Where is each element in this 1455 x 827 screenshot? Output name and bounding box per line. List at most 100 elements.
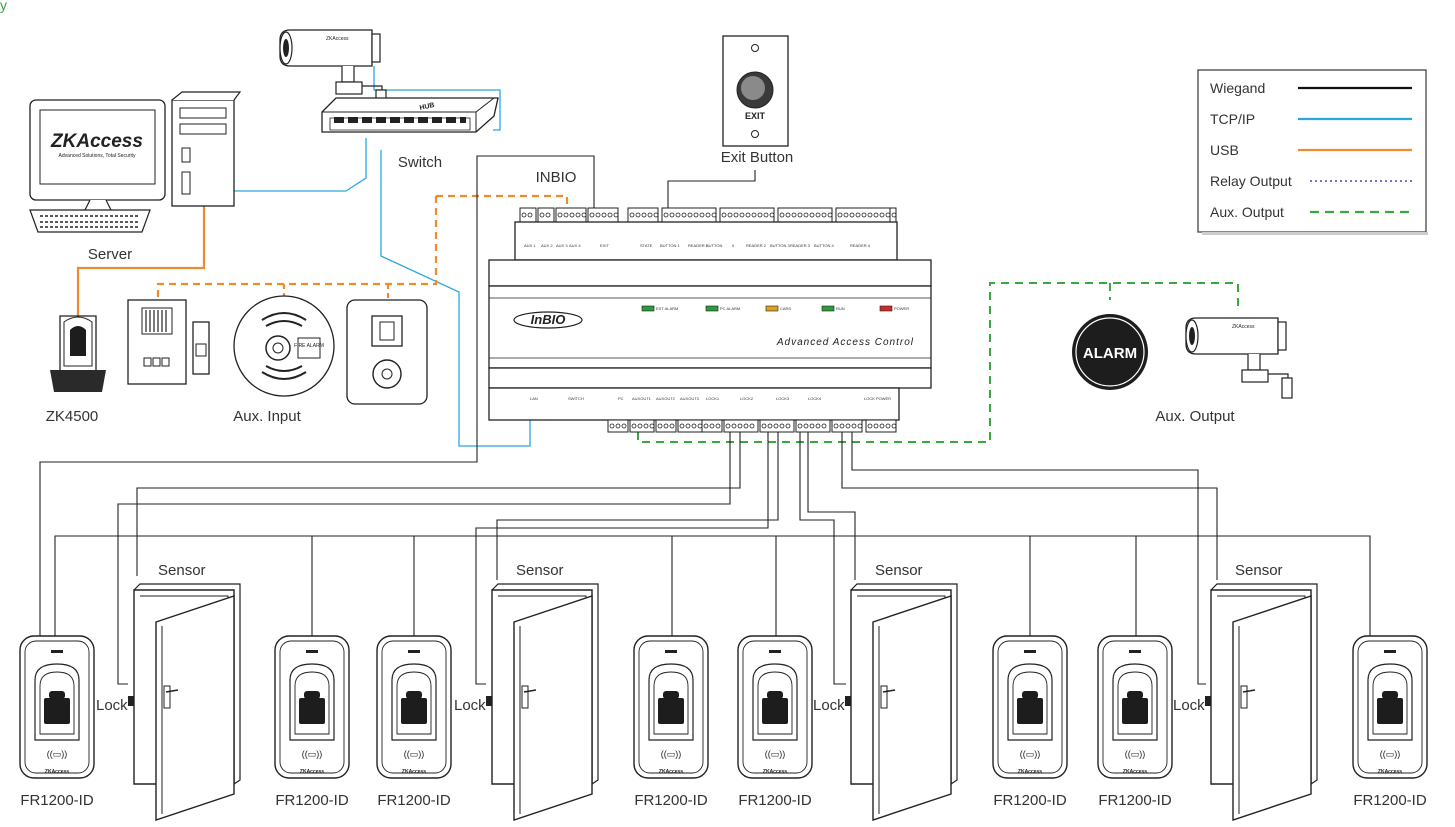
terminal-block	[723, 419, 759, 433]
terminal-group-label: AUX 3	[556, 243, 568, 248]
panel-brand: InBIO	[531, 312, 566, 327]
top-terminal-blocks	[519, 207, 897, 223]
alarm-siren: ALARM	[1072, 314, 1148, 390]
terminal-block	[831, 419, 863, 433]
aux-output-label: Aux. Output	[1155, 408, 1235, 425]
bottom-terminal-blocks	[607, 419, 897, 433]
legend-label: TCP/IP	[1210, 111, 1255, 127]
reader-label: FR1200-ID	[377, 792, 451, 809]
hub-label: HUB	[419, 102, 435, 112]
switch-label: Switch	[398, 154, 442, 171]
exit-button: EXIT	[722, 35, 789, 147]
terminal-block	[777, 207, 833, 223]
terminal-group-label: BUTTON 3	[770, 243, 790, 248]
terminal-block	[759, 419, 795, 433]
reader-label: FR1200-ID	[993, 792, 1067, 809]
aux-output-wiring	[637, 282, 1239, 443]
aux-camera-icon	[1185, 317, 1293, 399]
door-icon	[127, 583, 241, 821]
corner-mark: y	[0, 0, 7, 13]
reader-label: FR1200-ID	[20, 792, 94, 809]
exit-button-label: Exit Button	[721, 149, 794, 166]
terminal-block	[865, 419, 897, 433]
legend-label: USB	[1210, 142, 1239, 158]
switch: HUB	[321, 97, 499, 133]
fr1200-reader-icon	[1352, 635, 1428, 779]
status-led: EXT ALARM	[641, 305, 678, 312]
fr1200-reader-icon	[633, 635, 709, 779]
exit-text: EXIT	[745, 111, 766, 121]
terminal-group-label: READER 1	[688, 243, 709, 248]
led-label: RUN	[836, 306, 845, 311]
terminal-group-label: AUX 2	[541, 243, 553, 248]
terminal-group-label: BUTTON	[706, 243, 722, 248]
server: ZKAccess Advanced Solutions, Total Secur…	[29, 91, 242, 233]
server-label: Server	[88, 246, 132, 263]
lock-label: Lock	[813, 697, 845, 714]
terminal-group-label: AUXOUT1	[632, 396, 652, 401]
terminal-group-label: READER 4	[850, 243, 871, 248]
terminal-block	[701, 419, 723, 433]
terminal-block	[795, 419, 831, 433]
terminal-group-label: PC	[618, 396, 624, 401]
terminal-block	[661, 207, 717, 223]
status-led: CARD	[765, 305, 791, 312]
inbio-label: INBIO	[536, 169, 577, 186]
fr1200-reader-icon	[376, 635, 452, 779]
aux-input-label: Aux. Input	[233, 408, 301, 425]
lock-label: Lock	[454, 697, 486, 714]
fire-alarm-text: FIRE ALARM	[294, 343, 324, 349]
status-led: RUN	[821, 305, 845, 312]
terminal-group-label: AUXOUT3	[680, 396, 700, 401]
terminal-group-label: AUXOUT2	[656, 396, 676, 401]
fr1200-reader-icon	[19, 635, 95, 779]
legend-label: Relay Output	[1210, 173, 1292, 189]
terminal-block	[655, 419, 677, 433]
terminal-group-label: AUX 4	[569, 243, 581, 248]
terminal-group-label: STATE	[640, 243, 653, 248]
terminal-block	[629, 419, 655, 433]
lock-label: Lock	[1173, 697, 1205, 714]
legend-label: Aux. Output	[1210, 204, 1284, 220]
reader-label: FR1200-ID	[634, 792, 708, 809]
fr1200-reader-icon	[1097, 635, 1173, 779]
led-label: EXT ALARM	[656, 306, 678, 311]
status-led: POWER	[879, 305, 909, 312]
lock-label: Lock	[96, 697, 128, 714]
reader-label: FR1200-ID	[275, 792, 349, 809]
wiegand-wiring	[39, 155, 1371, 685]
monitor-tagline: Advanced Solutions, Total Security	[59, 153, 136, 159]
terminal-group-label: BUTTON 1	[660, 243, 680, 248]
alarm-text: ALARM	[1083, 345, 1137, 362]
panel-title: Advanced Access Control	[776, 337, 914, 348]
fr1200-reader-icon	[992, 635, 1068, 779]
tcpip-wiring	[234, 66, 531, 447]
reader-label: FR1200-ID	[1098, 792, 1172, 809]
terminal-group-label: LOCK4	[808, 396, 822, 401]
reader-label: FR1200-ID	[738, 792, 812, 809]
led-label: CARD	[780, 306, 791, 311]
terminal-block	[677, 419, 703, 433]
status-led: PC ALARM	[705, 305, 740, 312]
reader-label: FR1200-ID	[1353, 792, 1427, 809]
terminal-block	[627, 207, 659, 223]
door-icon	[485, 583, 599, 821]
smoke-detector: FIRE ALARM	[233, 295, 335, 397]
legend-label: Wiegand	[1210, 80, 1265, 96]
pir-motion-sensor	[346, 299, 428, 405]
terminal-group-label: SWITCH	[568, 396, 584, 401]
monitor-logo: ZKAccess	[50, 131, 143, 152]
sensor-label: Sensor	[516, 562, 564, 579]
terminal-group-label: EXIT	[600, 243, 609, 248]
terminal-group-label: AUX 1	[524, 243, 536, 248]
zk4500-fingerprint-scanner	[50, 315, 106, 392]
terminal-group-label: BUTTON 4	[814, 243, 834, 248]
zk4500-label: ZK4500	[46, 408, 99, 425]
fr1200-reader-icon	[737, 635, 813, 779]
terminal-block	[519, 207, 537, 223]
terminal-block	[889, 207, 897, 223]
